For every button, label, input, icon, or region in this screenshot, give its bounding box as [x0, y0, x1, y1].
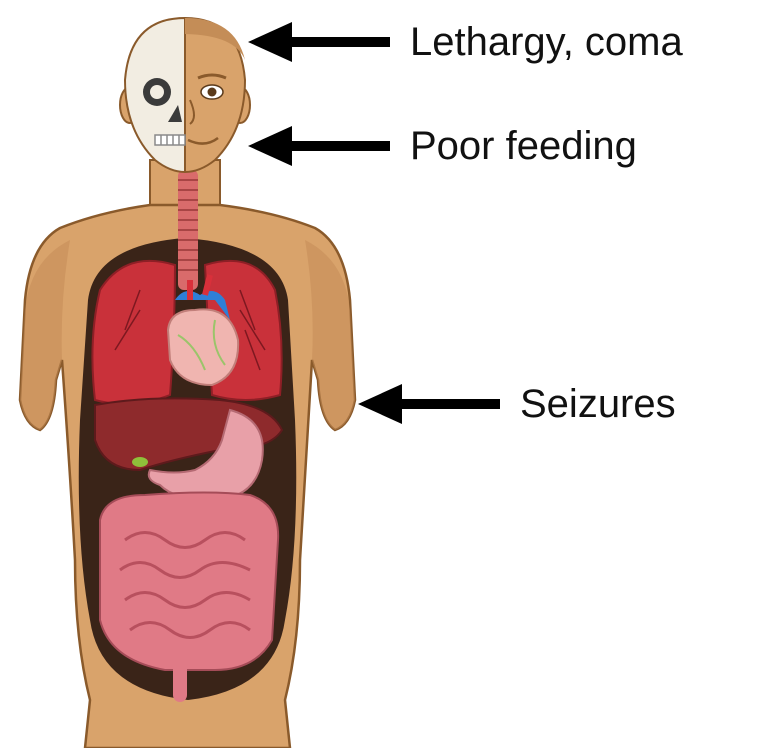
arrow-lethargy — [248, 22, 390, 62]
skull-teeth — [155, 135, 185, 145]
trachea — [178, 170, 198, 290]
gallbladder — [132, 457, 148, 467]
head — [120, 18, 250, 172]
label-poor-feeding: Poor feeding — [410, 126, 637, 166]
label-lethargy-coma: Lethargy, coma — [410, 22, 683, 62]
left-lung — [92, 261, 175, 404]
arrow-seizures — [358, 384, 500, 424]
arrow-poor-feeding — [248, 126, 390, 166]
label-seizures: Seizures — [520, 384, 676, 424]
